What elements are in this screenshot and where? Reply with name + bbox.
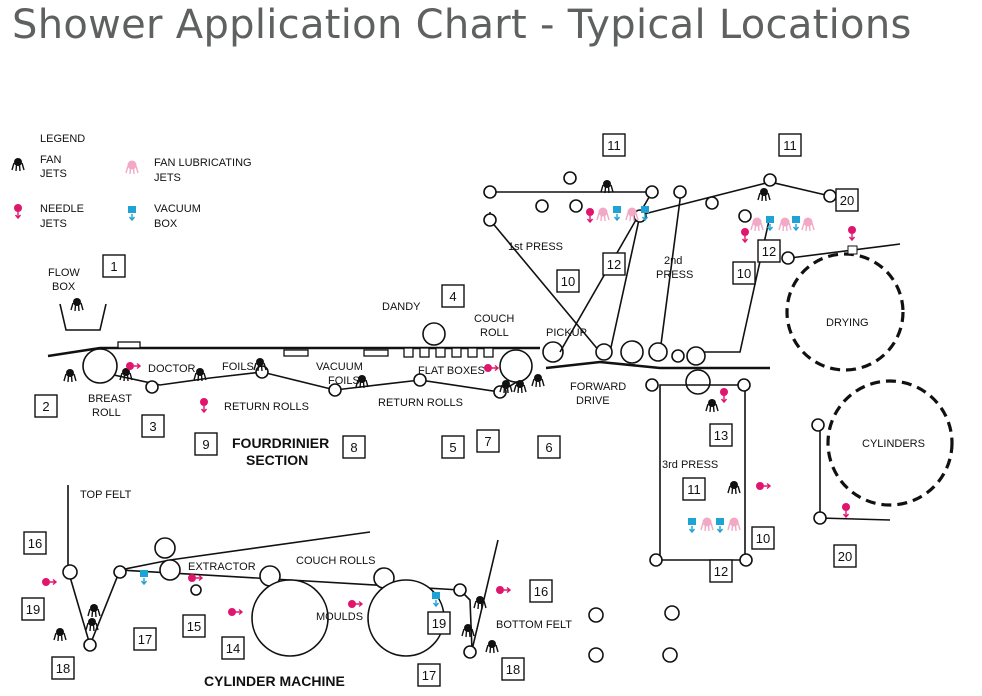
svg-text:BREAST: BREAST: [88, 393, 132, 405]
svg-text:BOX: BOX: [52, 281, 76, 293]
svg-text:11: 11: [607, 138, 621, 153]
svg-text:15: 15: [187, 619, 201, 634]
svg-text:FAN LUBRICATING: FAN LUBRICATING: [154, 157, 252, 169]
svg-text:MOULDS: MOULDS: [316, 611, 363, 623]
svg-text:5: 5: [449, 440, 456, 455]
svg-text:PRESS: PRESS: [656, 269, 693, 281]
svg-text:16: 16: [28, 536, 42, 551]
svg-text:18: 18: [56, 661, 70, 676]
svg-text:19: 19: [26, 602, 40, 617]
svg-text:3rd PRESS: 3rd PRESS: [662, 459, 718, 471]
press-roll: [685, 369, 711, 395]
svg-text:FOILS: FOILS: [328, 375, 360, 387]
page-title: Shower Application Chart - Typical Locat…: [12, 2, 912, 48]
svg-text:TOP FELT: TOP FELT: [80, 489, 132, 501]
svg-text:18: 18: [506, 662, 520, 677]
svg-text:FLAT BOXES: FLAT BOXES: [418, 365, 485, 377]
svg-text:14: 14: [226, 641, 240, 656]
svg-text:2: 2: [42, 399, 49, 414]
svg-text:6: 6: [545, 440, 552, 455]
needle-jet-icon: [13, 203, 23, 219]
svg-text:8: 8: [350, 440, 357, 455]
svg-text:12: 12: [762, 244, 776, 259]
press-section: 1st PRESS 2nd PRESS 3rd PRESS: [483, 171, 837, 567]
svg-text:10: 10: [737, 266, 751, 281]
svg-text:12: 12: [607, 257, 621, 272]
svg-text:12: 12: [714, 564, 728, 579]
svg-text:FAN: FAN: [40, 154, 61, 166]
svg-text:SECTION: SECTION: [246, 452, 308, 468]
svg-text:COUCH: COUCH: [474, 313, 514, 325]
svg-text:DOCTOR: DOCTOR: [148, 363, 196, 375]
svg-text:PICKUP: PICKUP: [546, 327, 587, 339]
svg-text:ROLL: ROLL: [92, 407, 121, 419]
svg-text:JETS: JETS: [40, 168, 67, 180]
svg-text:13: 13: [714, 428, 728, 443]
svg-text:DRYING: DRYING: [826, 317, 869, 329]
svg-text:20: 20: [838, 549, 852, 564]
svg-text:RETURN ROLLS: RETURN ROLLS: [224, 401, 309, 413]
dandy-roll: [422, 322, 446, 346]
fan-lubricating-jet-icon: [125, 159, 139, 175]
svg-text:VACUUM: VACUUM: [154, 203, 201, 215]
svg-text:RETURN ROLLS: RETURN ROLLS: [378, 397, 463, 409]
svg-text:11: 11: [783, 138, 797, 153]
breast-roll: [82, 348, 118, 384]
couch-roll: [499, 349, 533, 383]
svg-text:EXTRACTOR: EXTRACTOR: [188, 561, 256, 573]
legend: LEGEND FAN JETS NEEDLE JETS FAN LUBRICAT…: [11, 133, 252, 230]
fourdrinier-section: FLOW BOX BREAST ROLL DOCTOR FOILS VACUUM…: [47, 267, 626, 468]
svg-text:17: 17: [138, 632, 152, 647]
flow-box: [59, 303, 107, 331]
svg-text:FORWARD: FORWARD: [570, 381, 626, 393]
svg-text:VACUUM: VACUUM: [316, 361, 363, 373]
svg-text:19: 19: [432, 616, 446, 631]
svg-text:BOTTOM FELT: BOTTOM FELT: [496, 619, 572, 631]
svg-text:10: 10: [561, 274, 575, 289]
svg-text:CYLINDER MACHINE: CYLINDER MACHINE: [204, 673, 345, 689]
svg-text:3: 3: [149, 419, 156, 434]
fan-jet-icon: [11, 157, 25, 172]
svg-text:4: 4: [449, 289, 456, 304]
legend-heading: LEGEND: [40, 133, 85, 145]
svg-text:7: 7: [484, 434, 491, 449]
svg-text:2nd: 2nd: [664, 255, 682, 267]
callouts: 1 2 3 4 5 6 7 8 9 10 10 10 11 11 11 12 1…: [21, 133, 859, 687]
cylinder-machine: TOP FELT EXTRACTOR COUCH ROLLS MOULDS BO…: [41, 485, 680, 689]
svg-text:20: 20: [840, 193, 854, 208]
svg-text:FOURDRINIER: FOURDRINIER: [232, 435, 329, 451]
svg-text:BOX: BOX: [154, 218, 178, 230]
vacuum-box-icon: [127, 205, 137, 221]
svg-text:DRIVE: DRIVE: [576, 395, 610, 407]
svg-text:NEEDLE: NEEDLE: [40, 203, 84, 215]
svg-text:FLOW: FLOW: [48, 267, 80, 279]
svg-text:ROLL: ROLL: [480, 327, 509, 339]
drying-section: DRYING CYLINDERS: [781, 225, 954, 525]
svg-text:9: 9: [202, 437, 209, 452]
svg-text:10: 10: [756, 531, 770, 546]
svg-text:17: 17: [422, 668, 436, 683]
svg-text:16: 16: [534, 584, 548, 599]
svg-text:DANDY: DANDY: [382, 301, 421, 313]
svg-text:1: 1: [110, 259, 117, 274]
svg-text:CYLINDERS: CYLINDERS: [862, 438, 925, 450]
svg-text:1st PRESS: 1st PRESS: [508, 241, 563, 253]
svg-text:11: 11: [687, 482, 701, 497]
svg-text:JETS: JETS: [154, 172, 181, 184]
pickup-roll: [542, 341, 564, 363]
svg-text:FOILS: FOILS: [222, 361, 254, 373]
svg-text:COUCH ROLLS: COUCH ROLLS: [296, 555, 375, 567]
svg-text:JETS: JETS: [40, 218, 67, 230]
